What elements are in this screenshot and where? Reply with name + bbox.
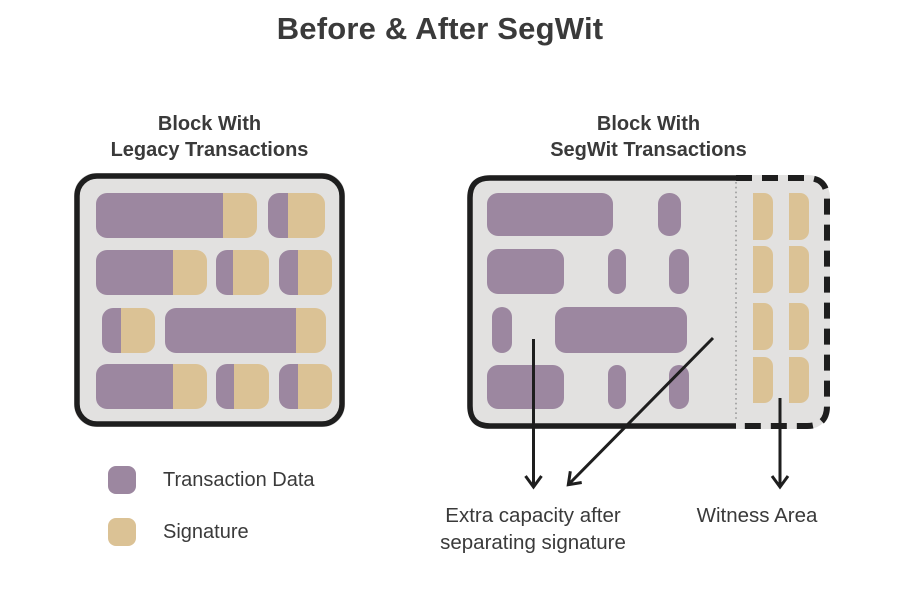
transaction-data-swatch — [108, 466, 136, 494]
segwit-heading-line-1: Block With — [596, 113, 701, 135]
legacy-block-heading: Block With Legacy Transactions — [74, 111, 345, 163]
transaction-segment — [96, 364, 173, 409]
signature-segment — [298, 250, 332, 295]
legacy-heading-line-1: Block With — [157, 113, 262, 135]
segwit-transaction-pill — [669, 249, 689, 294]
witness-signature-pill — [789, 246, 809, 293]
transaction-segment — [216, 250, 233, 295]
legacy-transaction-pill — [216, 364, 269, 409]
witness-area-caption: Witness Area — [696, 504, 818, 527]
transaction-segment — [279, 250, 298, 295]
legacy-transaction-pill — [165, 308, 326, 353]
segwit-transaction-pill — [608, 365, 626, 409]
transaction-segment — [96, 193, 223, 238]
signature-segment — [173, 364, 207, 409]
legacy-transaction-pill — [279, 250, 332, 295]
legacy-transaction-pill — [268, 193, 325, 238]
segwit-transaction-pill — [669, 365, 689, 409]
witness-signature-pill — [753, 357, 773, 403]
page-title: Before & After SegWit — [276, 11, 604, 46]
signature-segment — [298, 364, 332, 409]
signature-segment — [121, 308, 155, 353]
extra-capacity-caption: Extra capacity after separating signatur… — [373, 502, 693, 556]
legend: Transaction Data Signature — [108, 466, 315, 570]
extra-capacity-line-1: Extra capacity after — [445, 504, 621, 527]
signature-segment — [234, 364, 269, 409]
transaction-segment — [165, 308, 296, 353]
witness-signature-pill — [753, 303, 773, 350]
segwit-transaction-pill — [487, 365, 564, 409]
legacy-transaction-pill — [279, 364, 332, 409]
witness-signature-pill — [753, 193, 773, 240]
legend-label: Transaction Data — [163, 469, 315, 491]
segwit-transaction-pill — [492, 307, 512, 353]
witness-signature-pill — [789, 193, 809, 240]
extra-capacity-line-2: separating signature — [440, 531, 626, 554]
legacy-heading-line-2: Legacy Transactions — [110, 139, 309, 161]
legacy-transaction-pill — [96, 250, 207, 295]
signature-segment — [233, 250, 269, 295]
segwit-transaction-pill — [658, 193, 681, 236]
legacy-transaction-pill — [102, 308, 155, 353]
legend-item-signature: Signature — [108, 518, 315, 546]
legend-label: Signature — [163, 521, 249, 543]
signature-swatch — [108, 518, 136, 546]
witness-signature-pill — [789, 357, 809, 403]
signature-segment — [223, 193, 257, 238]
legend-item-transaction-data: Transaction Data — [108, 466, 315, 494]
segwit-block — [467, 175, 830, 429]
witness-area-dashed-border — [736, 175, 830, 429]
transaction-segment — [216, 364, 234, 409]
legacy-transaction-pill — [216, 250, 269, 295]
transaction-segment — [268, 193, 288, 238]
legacy-transaction-pill — [96, 193, 257, 238]
witness-signature-pill — [753, 246, 773, 293]
segwit-transaction-pill — [487, 193, 613, 236]
signature-segment — [288, 193, 325, 238]
segwit-heading-line-2: SegWit Transactions — [550, 139, 747, 161]
legacy-block — [74, 173, 345, 427]
segwit-transaction-pill — [555, 307, 687, 353]
witness-signature-pill — [789, 303, 809, 350]
segwit-transaction-pill — [487, 249, 564, 294]
transaction-segment — [279, 364, 298, 409]
signature-segment — [173, 250, 207, 295]
transaction-segment — [102, 308, 121, 353]
segwit-transaction-pill — [608, 249, 626, 294]
transaction-segment — [96, 250, 173, 295]
segwit-block-heading: Block With SegWit Transactions — [467, 111, 830, 163]
legacy-transaction-pill — [96, 364, 207, 409]
signature-segment — [296, 308, 326, 353]
